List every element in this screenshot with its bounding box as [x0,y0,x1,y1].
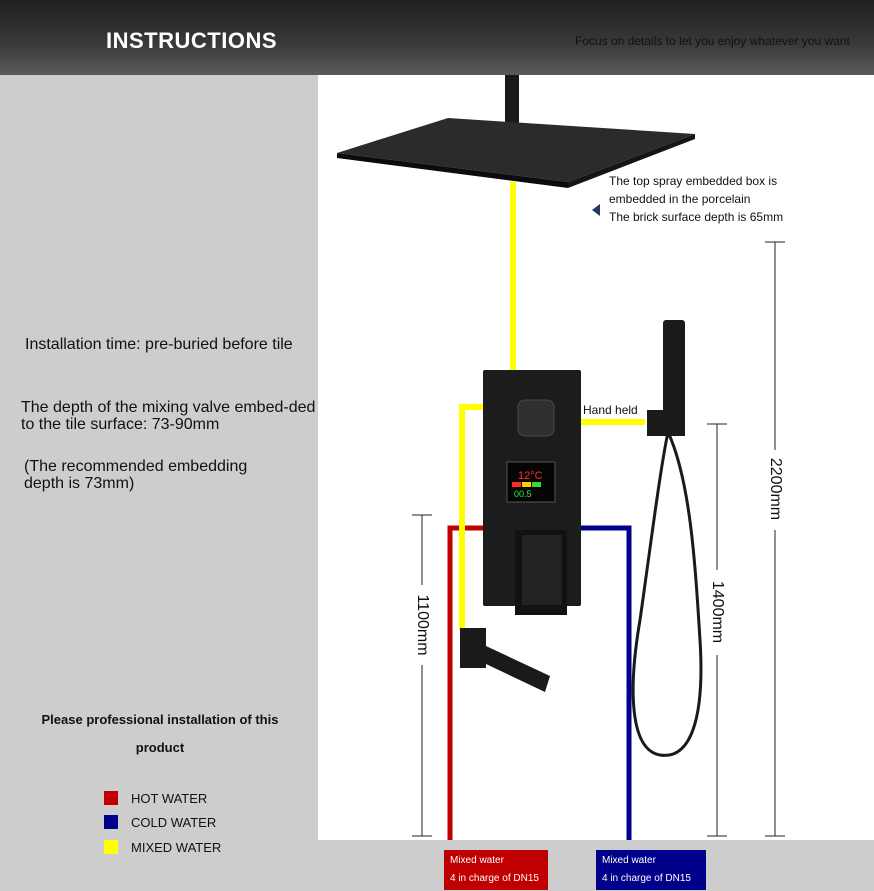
recommended-depth-text: (The recommended embedding depth is 73mm… [24,458,248,492]
diagram-panel [318,75,874,840]
legend-mixed-water: MIXED WATER [104,838,221,856]
tagline: Focus on details to let you enjoy whatev… [575,34,850,48]
professional-install-note: Please professional installation of this… [41,712,279,755]
header-banner: INSTRUCTIONS Focus on details to let you… [0,0,874,75]
hand-held-label: Hand held [583,403,638,417]
total-height-dimension: 2200mm [767,457,784,521]
left-panel [0,75,318,891]
cold-water-swatch [104,815,118,829]
dimension-lines [412,241,785,837]
callout-line-3: The brick surface depth is 65mm [609,210,784,224]
bubble-line-2: 4 in charge of DN15 [602,873,691,884]
callout-line-1: The top spray embedded box is [609,174,778,188]
display-temperature: 12°C [518,470,543,482]
legend-hot-water: HOT WATER [104,789,207,807]
mixed-water-pipes [459,182,645,630]
display-flow: 00.5 [514,489,532,499]
callout-line-2: embedded in the porcelain [609,192,751,206]
cold-inlet-label: Mixed water 4 in charge of DN15 [596,850,706,890]
rain-shower-head [337,75,695,188]
hand-shower [631,320,703,757]
hot-water-swatch [104,791,118,805]
legend-label: HOT WATER [131,790,208,806]
hot-inlet-label: Mixed water 4 in charge of DN15 [444,850,548,890]
callout-marker [592,204,600,216]
legend-label: MIXED WATER [131,839,222,855]
bubble-line-1: Mixed water [450,855,504,866]
tub-height-dimension: 1100mm [414,594,431,656]
mixing-valve-panel [483,370,581,615]
bubble-line-1: Mixed water [602,855,656,866]
legend-cold-water: COLD WATER [104,813,216,831]
cold-water-pipe [576,525,632,840]
handheld-height-dimension: 1400mm [709,580,726,644]
mixed-water-swatch [104,840,118,854]
embed-depth-text: The depth of the mixing valve embed-ded … [21,399,316,433]
tub-spout [460,628,550,692]
bubble-line-2: 4 in charge of DN15 [450,873,539,884]
hot-water-pipe [447,525,486,840]
legend-label: COLD WATER [131,814,217,830]
installation-time-text: Installation time: pre-buried before til… [25,336,293,353]
page-title: INSTRUCTIONS [106,28,277,53]
